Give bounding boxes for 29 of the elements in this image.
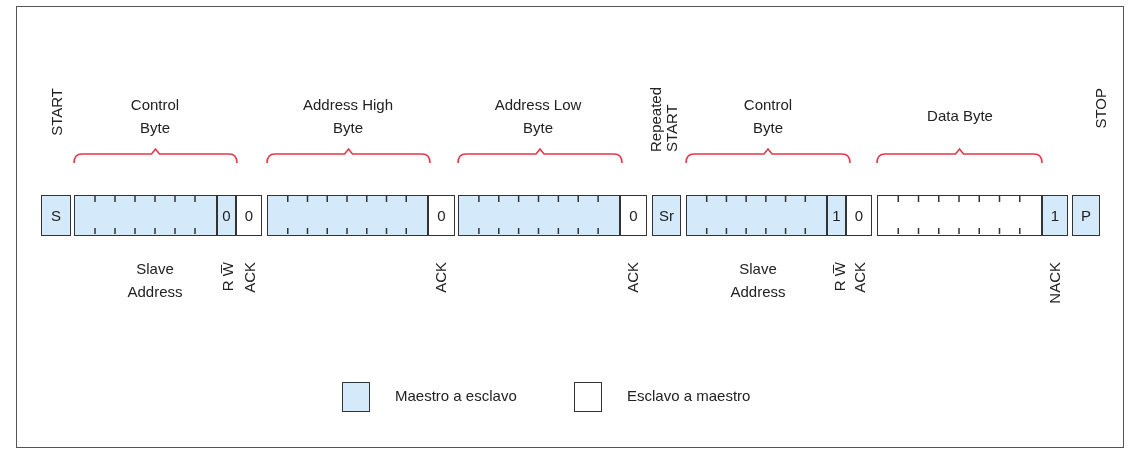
bit-field: 0 bbox=[846, 195, 872, 236]
bit-label: ACK bbox=[242, 262, 258, 293]
bit-label: R W̅ bbox=[220, 262, 236, 292]
condition-label: START bbox=[49, 88, 65, 136]
bit-field: 0 bbox=[428, 195, 455, 236]
byte-label: Address Low Byte bbox=[493, 95, 583, 138]
byte-label: Control Byte bbox=[742, 95, 794, 138]
condition-label: STOP bbox=[1093, 88, 1109, 129]
bit-field: P bbox=[1072, 195, 1100, 236]
bit-field: Sr bbox=[652, 195, 681, 236]
condition-label: Repeated START bbox=[648, 85, 680, 152]
bit-field: 1 bbox=[1042, 195, 1068, 236]
bit-field: S bbox=[41, 195, 71, 236]
bit-field: 0 bbox=[620, 195, 647, 236]
byte-label: Control Byte bbox=[129, 95, 181, 138]
bit-label: ACK bbox=[852, 262, 868, 293]
bit-field: 1 bbox=[827, 195, 846, 236]
legend-text: Esclavo a maestro bbox=[627, 387, 751, 404]
legend-text: Maestro a esclavo bbox=[395, 387, 517, 404]
bit-label: NACK bbox=[1047, 262, 1063, 304]
bit-label: ACK bbox=[625, 262, 641, 293]
bit-field: 0 bbox=[217, 195, 236, 236]
bit-label: R W̅ bbox=[832, 262, 848, 292]
field-label: Slave Address bbox=[729, 259, 787, 302]
field-label: Slave Address bbox=[126, 259, 184, 302]
byte-label: Data Byte bbox=[926, 106, 994, 126]
byte-label: Address High Byte bbox=[301, 95, 394, 138]
bit-field: 0 bbox=[236, 195, 262, 236]
bit-label: ACK bbox=[433, 262, 449, 293]
